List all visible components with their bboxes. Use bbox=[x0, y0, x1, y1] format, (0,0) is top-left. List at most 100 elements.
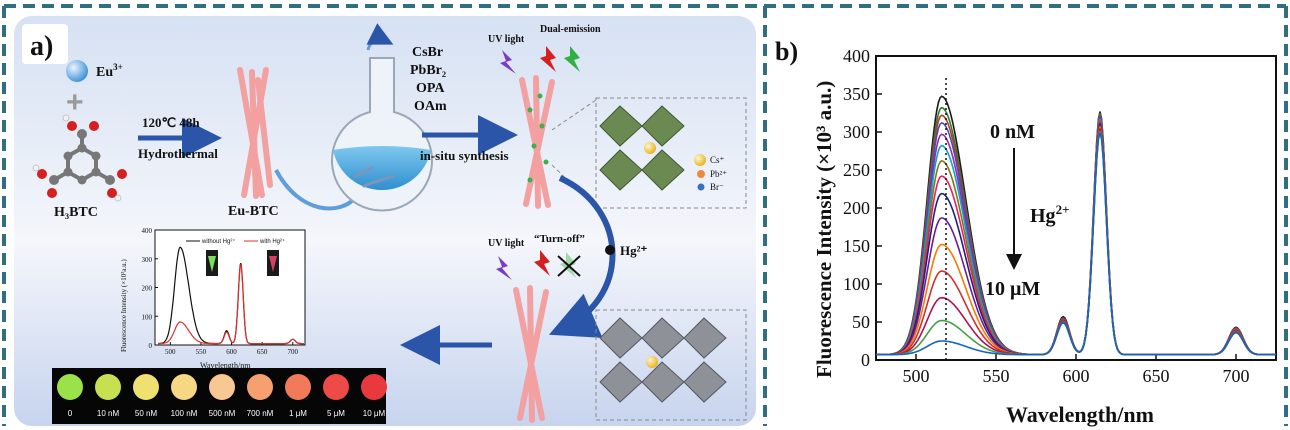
inset-ytick-label: 200 bbox=[142, 285, 153, 293]
concentration-dot bbox=[133, 374, 159, 400]
eu-btc-label: Eu-BTC bbox=[228, 204, 279, 219]
cs-legend-dot bbox=[694, 154, 706, 166]
concentration-dot bbox=[285, 374, 311, 400]
eu-ion-sphere bbox=[66, 60, 88, 82]
uv-lightning-bottom-icon bbox=[496, 256, 512, 280]
concentration-label: 5 μM bbox=[327, 409, 345, 418]
spectrum-series bbox=[876, 132, 1276, 356]
inset-ytick-label: 400 bbox=[142, 227, 153, 235]
composite-rods-bottom bbox=[513, 285, 549, 423]
panel-a: a) Eu3+ + bbox=[14, 16, 756, 426]
concentration-dot bbox=[361, 374, 387, 400]
x-tick-label: 550 bbox=[983, 366, 1010, 386]
concentration-dot bbox=[209, 374, 235, 400]
reagent-opa: OPA bbox=[416, 81, 445, 96]
panel-a-label-box bbox=[22, 24, 68, 64]
plot-area bbox=[875, 55, 1277, 361]
concentration-dot bbox=[323, 374, 349, 400]
perovskite-octahedra-bottom bbox=[599, 317, 727, 403]
y-tick-label: 200 bbox=[843, 198, 870, 218]
cs-legend-label: Cs⁺ bbox=[710, 155, 725, 165]
annot-hg: Hg2+ bbox=[1030, 202, 1069, 227]
b-ylabel: Fluorescence Intensity (×10³ a.u.) bbox=[812, 81, 836, 378]
y-tick-label: 50 bbox=[852, 312, 870, 332]
x-tick-label: 650 bbox=[1143, 366, 1170, 386]
x-tick-label: 500 bbox=[903, 366, 930, 386]
inset-xtick-label: 700 bbox=[288, 348, 299, 356]
round-bottom-flask bbox=[274, 23, 433, 212]
panel-a-label: a) bbox=[30, 31, 53, 62]
concentration-label: 0 bbox=[68, 409, 73, 418]
inset-xlabel: Wavelength/nm bbox=[200, 361, 251, 370]
br-legend-dot bbox=[697, 183, 705, 191]
concentration-dot bbox=[171, 374, 197, 400]
concentration-label: 500 nM bbox=[209, 409, 236, 418]
red-emission-top-icon bbox=[540, 46, 556, 72]
uv-light-bottom-label: UV light bbox=[488, 238, 525, 249]
step1-bottom-label: Hydrothermal bbox=[138, 146, 218, 161]
curved-transition-arrow bbox=[548, 175, 616, 338]
red-emission-bottom-icon bbox=[534, 250, 550, 276]
step1-top-label: 120℃ 48h bbox=[142, 115, 200, 130]
y-tick-label: 100 bbox=[843, 274, 870, 294]
annot-0nm: 0 nM bbox=[990, 121, 1035, 143]
y-tick-label: 400 bbox=[843, 46, 870, 66]
turn-off-cross-icon bbox=[557, 255, 581, 277]
eu-btc-rods bbox=[237, 67, 273, 199]
h3btc-molecule bbox=[32, 114, 127, 202]
pb-legend-dot bbox=[697, 170, 705, 178]
y-tick-label: 0 bbox=[861, 350, 870, 370]
b-xlabel: Wavelength/nm bbox=[1006, 402, 1154, 427]
concentration-label: 50 nM bbox=[135, 409, 158, 418]
concentration-label: 100 nM bbox=[171, 409, 198, 418]
turn-off-label: “Turn-off” bbox=[534, 233, 585, 245]
y-tick-label: 150 bbox=[843, 236, 870, 256]
uv-lightning-top-icon bbox=[500, 50, 516, 74]
br-legend-label: Br⁻ bbox=[710, 182, 724, 192]
inset-ytick-label: 100 bbox=[142, 313, 153, 321]
cs-ion-bottom bbox=[646, 356, 658, 368]
green-emission-top-icon bbox=[564, 46, 580, 72]
hg-ion-dot bbox=[605, 245, 615, 255]
inset-ytick-label: 0 bbox=[149, 342, 153, 350]
inset-ytick-label: 300 bbox=[142, 256, 153, 264]
perovskite-box-top bbox=[595, 97, 747, 209]
concentration-label: 1 μM bbox=[289, 409, 307, 418]
h3btc-label: H₃BTC bbox=[54, 205, 98, 220]
inset-legend-with: with Hg²⁺ bbox=[259, 238, 285, 245]
reagent-csbr: CsBr bbox=[412, 45, 443, 60]
in-situ-label: in-situ synthesis bbox=[420, 148, 509, 163]
inset-xtick-label: 550 bbox=[196, 348, 207, 356]
concentration-dot bbox=[57, 374, 83, 400]
composite-rods-top bbox=[519, 75, 555, 209]
hg-label: Hg²⁺ bbox=[620, 243, 648, 258]
y-tick-label: 350 bbox=[843, 84, 870, 104]
concentration-label: 10 μM bbox=[363, 409, 386, 418]
plus-sign: + bbox=[66, 86, 84, 119]
concentration-label: 10 nM bbox=[97, 409, 120, 418]
eu-label: Eu3+ bbox=[96, 62, 123, 80]
y-tick-label: 300 bbox=[843, 122, 870, 142]
inset-xtick-label: 650 bbox=[257, 348, 268, 356]
annot-10um: 10 μM bbox=[985, 278, 1040, 300]
panel-b-label: b) bbox=[775, 37, 798, 66]
inset-series-with bbox=[158, 264, 304, 345]
dashed-frame bbox=[2, 4, 1288, 426]
reagent-pbbr2: PbBr₂ bbox=[410, 63, 446, 78]
concentration-dot bbox=[247, 374, 273, 400]
concentration-label: 700 nM bbox=[247, 409, 274, 418]
perovskite-octahedra-top bbox=[599, 105, 685, 191]
inset-ylabel: Fluorescence Intensity (×10³a.u.) bbox=[120, 259, 128, 352]
inset-xtick-label: 500 bbox=[165, 348, 176, 356]
inset-legend-without: without Hg²⁺ bbox=[201, 238, 236, 245]
x-tick-label: 600 bbox=[1063, 366, 1090, 386]
cs-ion-top bbox=[644, 142, 656, 154]
uv-light-top-label: UV light bbox=[488, 34, 525, 45]
concentration-dot bbox=[95, 374, 121, 400]
x-tick-label: 700 bbox=[1223, 366, 1250, 386]
reagent-oam: OAm bbox=[414, 99, 447, 114]
perovskite-box-bottom bbox=[595, 309, 747, 421]
